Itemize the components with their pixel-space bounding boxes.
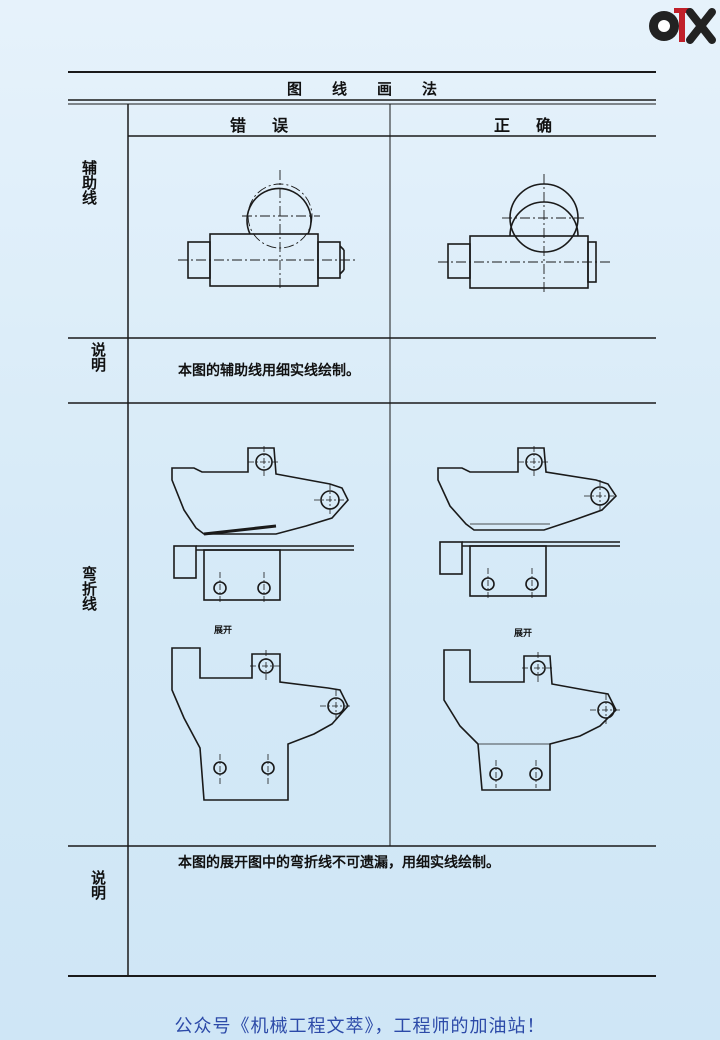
brand-logo	[649, 8, 716, 44]
note-auxiliary-line: 本图的辅助线用细实线绘制。	[178, 363, 360, 379]
unfold-label-wrong: 展开	[214, 626, 233, 636]
column-header-wrong: 错误	[229, 116, 314, 135]
unfold-label-right: 展开	[514, 629, 533, 639]
column-header-right: 正确	[493, 116, 578, 135]
row-label-auxiliary-line: 辅助线	[80, 160, 98, 205]
note-bend-line: 本图的展开图中的弯折线不可遗漏，用细实线绘制。	[178, 855, 500, 871]
table-grid	[68, 71, 656, 977]
drawing-rules-table: 图线画法 错误 正确 辅助线 说明 弯折线 说明 本图的辅助线用细实线绘制。 本…	[68, 70, 656, 977]
row-label-note-1: 说明	[89, 342, 107, 372]
shaft-drawing-wrong	[178, 170, 356, 290]
bent-part-drawing-right	[437, 446, 622, 791]
bent-part-drawing-wrong	[171, 446, 354, 801]
row-label-note-2: 说明	[89, 870, 107, 900]
shaft-drawing-right	[438, 174, 612, 292]
row-label-bend-line: 弯折线	[80, 566, 98, 611]
footer-caption: 公众号《机械工程文萃》，工程师的加油站！	[174, 1016, 546, 1037]
table-title: 图线画法	[286, 80, 467, 98]
